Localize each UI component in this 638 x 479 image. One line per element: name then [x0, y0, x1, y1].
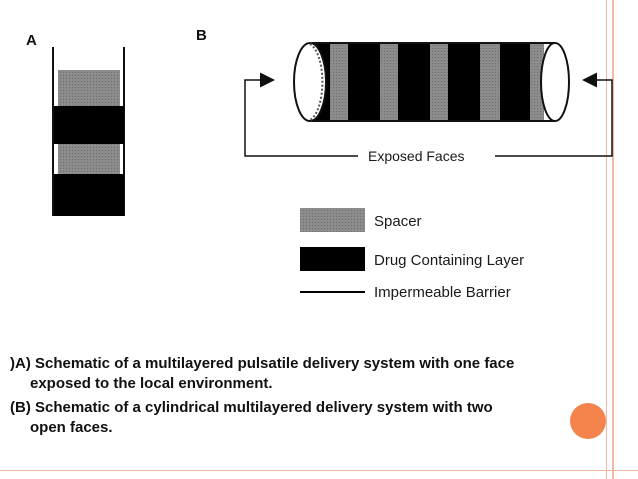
- legend-drug-swatch: [300, 247, 365, 271]
- frame-vertical-line-inner: [606, 0, 607, 479]
- legend-spacer-label: Spacer: [374, 213, 422, 230]
- diagram: A B Exposed Faces S: [26, 27, 613, 301]
- panel-a-letter: A: [26, 32, 37, 49]
- panel-a-spacer-layer-middle: [58, 144, 120, 174]
- exposed-faces-label: Exposed Faces: [368, 148, 465, 164]
- frame-vertical-line: [612, 0, 614, 479]
- exposed-faces-arrows: [244, 72, 613, 157]
- caption-b: (B) Schematic of a cylindrical multilaye…: [10, 398, 630, 438]
- panel-a-stack: [52, 47, 125, 216]
- legend-barrier-label: Impermeable Barrier: [374, 284, 511, 301]
- caption-b-line-2: open faces.: [30, 419, 113, 436]
- frame-bottom-line: [0, 470, 638, 471]
- caption-a: )A) Schematic of a multilayered pulsatil…: [10, 354, 630, 394]
- panel-b-cylinder: [293, 42, 570, 122]
- panel-a-drug-layer-bottom: [54, 174, 124, 216]
- legend-drug-label: Drug Containing Layer: [374, 252, 524, 269]
- caption-a-line-1: )A) Schematic of a multilayered pulsatil…: [10, 355, 515, 372]
- panel-a-drug-layer: [54, 106, 124, 144]
- caption-b-line-1: (B) Schematic of a cylindrical multilaye…: [10, 399, 493, 416]
- legend-spacer-swatch: [300, 208, 365, 232]
- panel-a-spacer-layer-top: [58, 70, 120, 106]
- caption-a-line-2: exposed to the local environment.: [30, 375, 273, 392]
- panel-b-letter: B: [196, 27, 207, 44]
- accent-circle: [570, 403, 606, 439]
- legend: Spacer Drug Containing Layer Impermeable…: [300, 208, 524, 301]
